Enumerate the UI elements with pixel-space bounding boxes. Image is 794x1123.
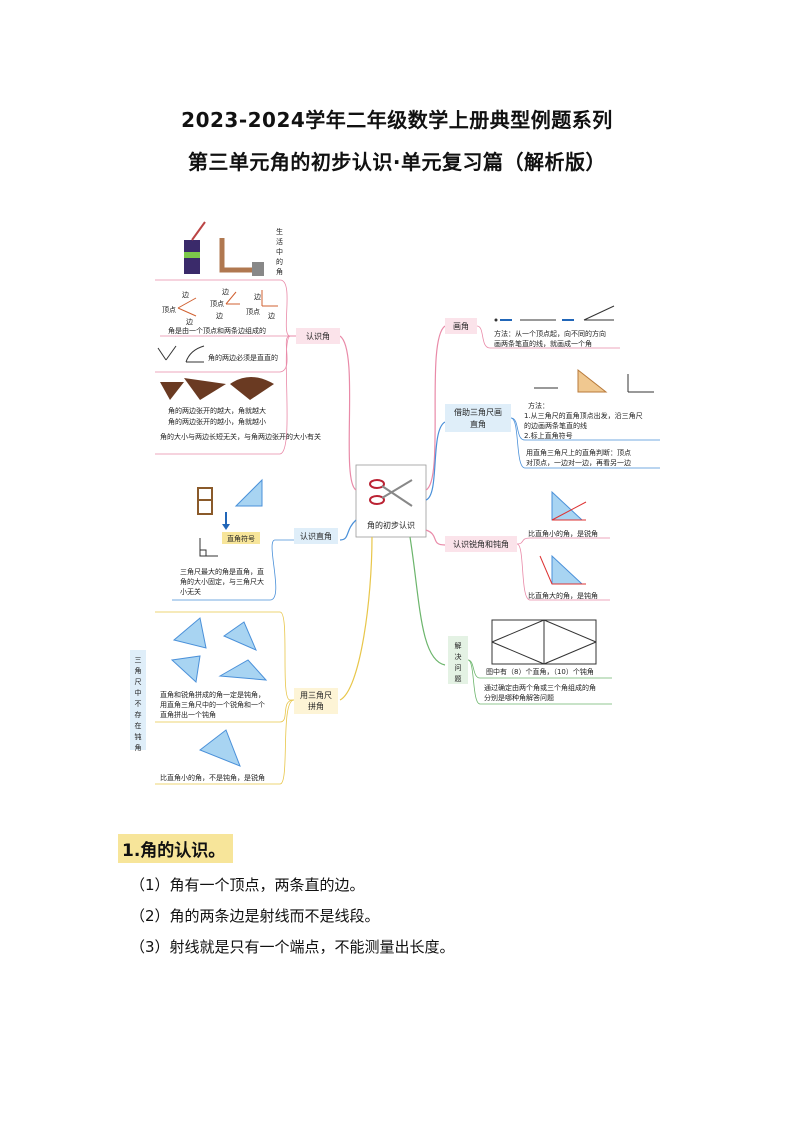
side-label-char: 角 [135, 666, 142, 675]
edge-label: 边 [254, 292, 261, 301]
node-solve-char: 问 [455, 664, 462, 672]
right-angle-note: 三角尺最大的角是直角，直 [180, 567, 264, 576]
center-node-label: 角的初步认识 [367, 520, 415, 530]
node-right-angle-label: 认识直角 [300, 531, 332, 541]
section-heading: 1.角的认识。 [118, 834, 234, 863]
node-solve-char: 题 [455, 675, 462, 683]
combine-last-note: 比直角小的角，不是钝角，是锐角 [160, 773, 265, 782]
scissors-icon [369, 479, 413, 507]
combine-note: 直角拼出一个钝角 [160, 710, 216, 719]
side-label-box [130, 650, 146, 750]
fan-icon [160, 377, 274, 400]
rectangle-diagram [491, 619, 597, 665]
node-combine-label: 拼角 [308, 701, 324, 711]
node-combine [294, 688, 338, 714]
acute-note: 比直角小的角，是锐角 [528, 529, 598, 538]
solve-note: 通过确定由两个角或三个角组成的角 [484, 683, 596, 692]
side-label-char: 中 [135, 688, 142, 697]
document-title: 2023-2024学年二年级数学上册典型例题系列 [181, 108, 613, 132]
node-right-angle [294, 528, 338, 544]
vertex-label: 顶点 [246, 308, 260, 316]
side-label-char: 三 [135, 656, 142, 664]
draw-method-note: 方法：从一个顶点起，向不同的方向 [494, 329, 606, 338]
section-item: （2）角的两条边是射线而不是线段。 [130, 907, 380, 925]
side-label-char: 钝 [135, 732, 142, 741]
right-angle-symbol-tag [222, 532, 260, 544]
node-solve-char: 解 [455, 641, 462, 650]
node-triangle-draw-label: 直角 [470, 419, 486, 429]
combine-note: 直角和锐角拼成的角一定是钝角， [160, 690, 265, 699]
faucet-icon [219, 238, 264, 276]
draw-steps [494, 305, 615, 322]
angle-diagrams [177, 290, 278, 317]
node-solve-char: 决 [455, 652, 462, 661]
open-small-note: 角的两边张开的越小，角就越小 [168, 417, 266, 426]
side-label-char: 角 [135, 743, 142, 752]
straight-edges-note: 角的两边必须是直直的 [208, 353, 278, 362]
triangle-step-note: 2.标上直角符号 [524, 431, 573, 440]
life-label-char: 活 [276, 237, 283, 246]
life-label-char: 生 [276, 227, 283, 236]
side-label-char: 尺 [135, 678, 142, 686]
edge-label: 边 [216, 311, 223, 320]
chair-icon [197, 487, 213, 515]
life-label-char: 的 [276, 257, 283, 266]
size-note: 角的大小与两边长短无关，与角两边张开的大小有关 [160, 432, 321, 441]
straight-edge-examples [157, 345, 205, 363]
node-acute-obtuse-label: 认识锐角和钝角 [453, 539, 509, 549]
center-node-box [355, 464, 427, 538]
right-angle-symbol [199, 538, 218, 557]
side-label-char: 在 [135, 721, 142, 730]
cup-icon [184, 221, 206, 274]
node-solve [448, 636, 468, 684]
life-label-char: 角 [276, 267, 283, 276]
edge-label: 边 [268, 311, 275, 320]
arrow-down-icon [222, 512, 230, 530]
solve-count-note: 图中有（8）个直角，（10）个钝角 [486, 667, 594, 676]
side-label-char: 不 [135, 700, 142, 708]
edge-label: 边 [186, 317, 193, 326]
node-recognize-angle-label: 认识角 [306, 331, 330, 341]
triangle-step-note: 1.从三角尺的直角顶点出发，沿三角尺 [524, 411, 643, 420]
mind-map: 角的初步认识 认识角 生 活 中 的 角 顶点 边 边 顶点 边 边 顶点 边 … [130, 221, 660, 785]
node-combine-label: 用三角尺 [300, 690, 332, 700]
obtuse-angle-figure [539, 554, 586, 585]
right-angle-note: 角的大小固定，与三角尺大 [180, 577, 264, 586]
triangle-method-note: 方法： [528, 401, 549, 410]
section-item: （3）射线就是只有一个端点，不能测量出长度。 [130, 938, 455, 956]
right-angle-symbol-label: 直角符号 [227, 534, 255, 543]
node-draw-angle [445, 318, 477, 334]
combine-note: 用直角三角尺中的一个锐角和一个 [160, 700, 265, 709]
side-label-char: 存 [135, 710, 142, 719]
triangle-judge-note: 对顶点，一边对一边，再看另一边 [526, 458, 631, 467]
triangle-judge-note: 用直角三角尺上的直角判断：顶点 [526, 448, 631, 457]
draw-method-note: 画两条笔直的线，就画成一个角 [494, 339, 592, 348]
node-draw-angle-label: 画角 [453, 321, 469, 331]
obtuse-note: 比直角大的角，是钝角 [528, 591, 598, 600]
angle-definition: 角是由一个顶点和两条边组成的 [168, 326, 266, 335]
vertex-label: 顶点 [162, 306, 176, 314]
draw-right-angle-steps [534, 368, 654, 393]
edge-label: 边 [182, 290, 189, 299]
edge-label: 边 [222, 287, 229, 296]
acute-angle-figure [551, 490, 587, 521]
vertex-label: 顶点 [210, 300, 224, 308]
open-big-note: 角的两边张开的越大，角就越大 [168, 406, 266, 415]
triangle-step-note: 的边画两条笔直的线 [524, 421, 587, 430]
node-triangle-draw [445, 404, 511, 432]
section-item: （1）角有一个顶点，两条直的边。 [130, 876, 365, 894]
solve-note: 分别是哪种角解答问题 [484, 693, 554, 702]
triangle-ruler-icon [234, 478, 263, 507]
life-label-char: 中 [276, 247, 283, 256]
node-recognize-angle [296, 328, 340, 344]
node-acute-obtuse [445, 536, 517, 552]
node-triangle-draw-label: 借助三角尺画 [454, 407, 502, 417]
right-angle-note: 小无关 [180, 587, 201, 596]
triangle-ruler-icon [170, 617, 268, 767]
document-subtitle: 第三单元角的初步认识·单元复习篇（解析版） [187, 150, 607, 174]
